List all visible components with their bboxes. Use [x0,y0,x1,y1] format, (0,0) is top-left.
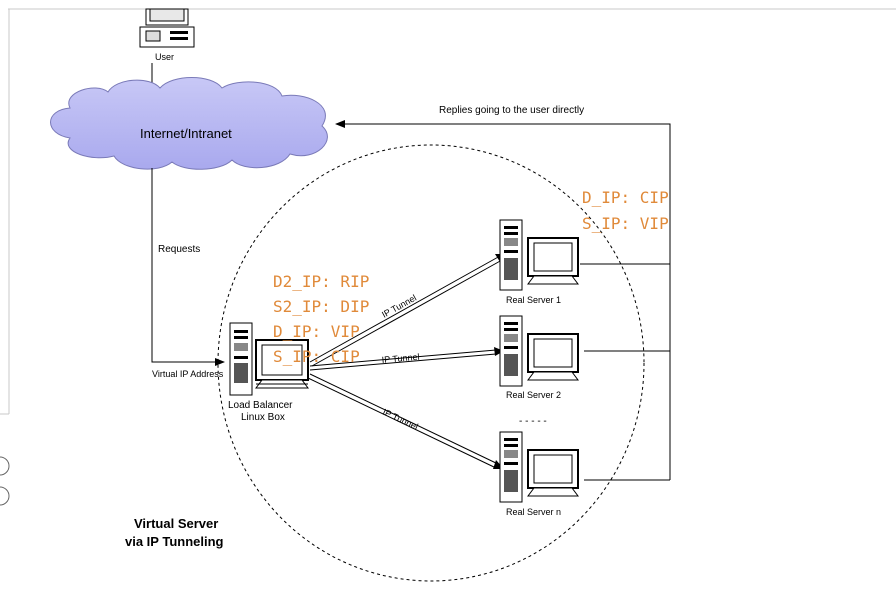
user-label: User [155,52,174,62]
reply-packet-line: S_IP: VIP [582,214,669,233]
servers-ellipsis: - - - - - [519,416,547,427]
lb-packet-annotation: D2_IP: RIP S2_IP: DIP D_IP: VIP S_IP: CI… [273,272,369,366]
lb-label-line1: Load Balancer [228,400,293,411]
servern-label: Real Server n [506,507,561,517]
cluster-boundary [217,144,645,582]
cloud-label: Internet/Intranet [140,126,232,141]
load-balancer-icon [229,322,309,396]
tunnel3-label: IP Tunnel [381,407,420,432]
vip-address-label: Virtual IP Address [152,369,224,379]
tunnel-2 [309,347,504,371]
requests-arrow [151,168,225,366]
lb-packet-line: S2_IP: DIP [273,297,369,316]
edge-circle-icon [0,486,10,506]
user-computer-icon [139,8,195,48]
internet-cloud-icon [50,77,328,170]
lb-label-line2: Linux Box [241,412,285,423]
tunnel2-label: IP Tunnel [381,352,420,365]
diagram-title-line2: via IP Tunneling [125,534,224,549]
replies-arrow [335,120,671,265]
lb-packet-line: S_IP: CIP [273,347,360,366]
lb-packet-line: D2_IP: RIP [273,272,369,291]
reply-packet-line: D_IP: CIP [582,188,669,207]
server1-label: Real Server 1 [506,295,561,305]
real-server-n-icon [499,431,579,503]
replies-label: Replies going to the user directly [439,105,584,116]
tunnel1-label: IP Tunnel [380,293,418,320]
lb-packet-line: D_IP: VIP [273,322,360,341]
server2-label: Real Server 2 [506,390,561,400]
real-server-1-icon [499,219,579,291]
edge-circle-icon [0,456,10,476]
reply-packet-annotation: D_IP: CIP S_IP: VIP [582,188,669,233]
real-server-2-icon [499,315,579,387]
requests-label: Requests [158,244,200,255]
diagram-title-line1: Virtual Server [134,516,218,531]
